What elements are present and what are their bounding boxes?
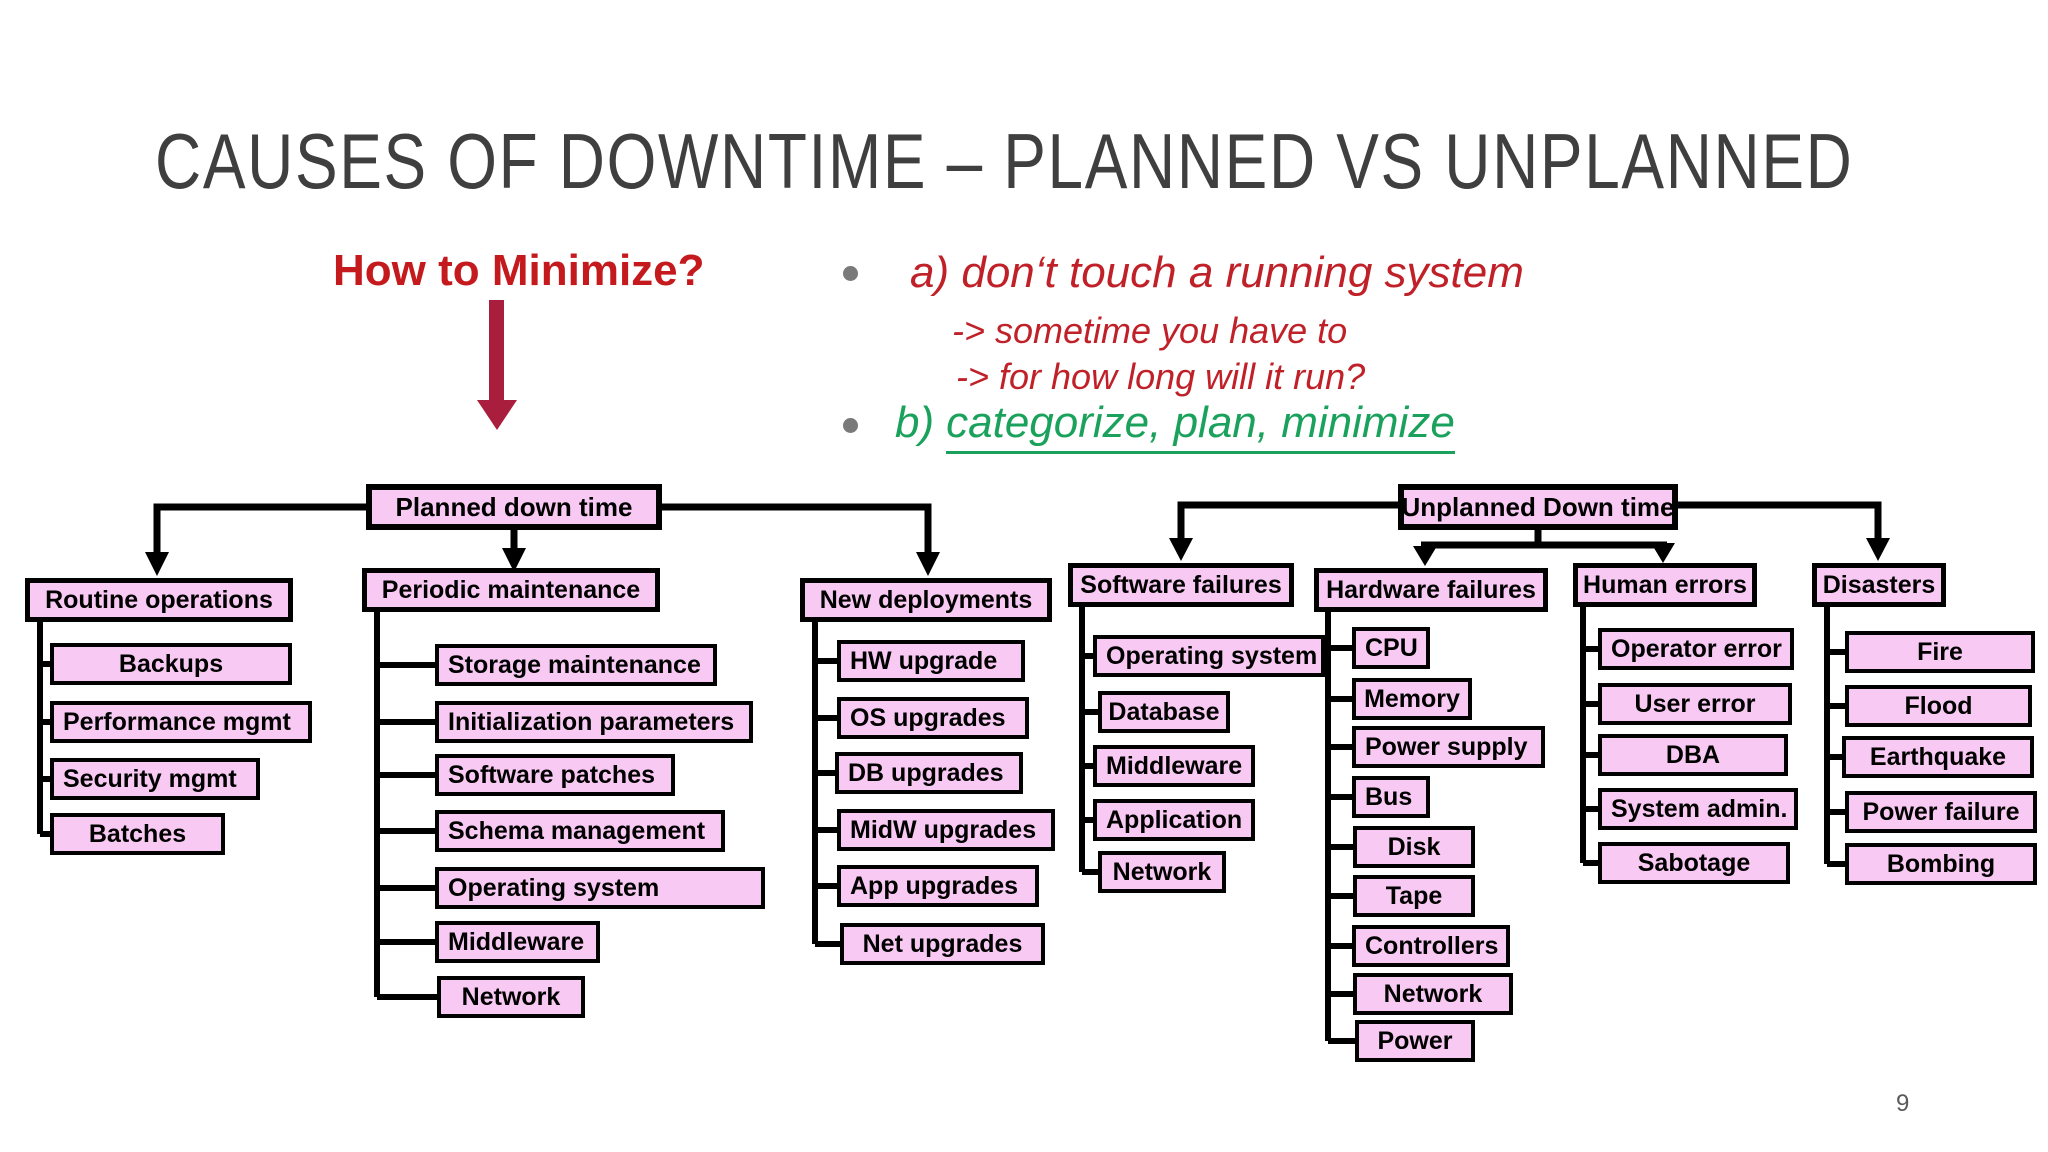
header-new-deployments: New deployments <box>800 578 1052 622</box>
down-arrow-head-icon <box>477 400 517 430</box>
node-security-mgmt: Security mgmt <box>50 758 260 800</box>
node-operating-system-maint: Operating system <box>435 867 765 909</box>
node-sabotage: Sabotage <box>1598 842 1790 884</box>
node-db-upgrades: DB upgrades <box>835 752 1023 794</box>
node-cpu: CPU <box>1352 627 1430 669</box>
how-to-minimize-label: How to Minimize? <box>333 246 705 295</box>
header-disasters: Disasters <box>1812 563 1946 607</box>
node-schema-management: Schema management <box>435 810 725 852</box>
node-dba: DBA <box>1598 734 1788 776</box>
node-network-failure: Network <box>1098 851 1226 893</box>
root-unplanned-down-time: Unplanned Down time <box>1398 484 1678 530</box>
node-bus: Bus <box>1352 776 1430 818</box>
node-operator-error: Operator error <box>1598 628 1794 670</box>
page-number: 9 <box>1896 1090 1910 1117</box>
node-software-patches: Software patches <box>435 754 675 796</box>
node-storage-maintenance: Storage maintenance <box>435 644 717 686</box>
node-fire: Fire <box>1845 631 2035 673</box>
down-arrow-icon <box>489 300 504 402</box>
node-power-supply: Power supply <box>1352 726 1545 768</box>
node-earthquake: Earthquake <box>1842 736 2034 778</box>
page-title: CAUSES OF DOWNTIME – PLANNED VS UNPLANNE… <box>155 117 1854 205</box>
bullet-icon <box>843 418 858 433</box>
node-network-maint: Network <box>437 976 585 1018</box>
header-routine-operations: Routine operations <box>25 578 293 622</box>
node-os-upgrades: OS upgrades <box>837 697 1029 739</box>
node-power-failure: Power failure <box>1845 791 2037 833</box>
node-middleware-maint: Middleware <box>435 921 600 963</box>
node-database-failure: Database <box>1098 691 1230 733</box>
node-power: Power <box>1355 1020 1475 1062</box>
header-software-failures: Software failures <box>1068 563 1294 607</box>
node-performance-mgmt: Performance mgmt <box>50 701 312 743</box>
node-system-admin: System admin. <box>1598 788 1798 830</box>
bullet-a-subline-1: -> sometime you have to <box>952 310 1348 351</box>
node-hw-upgrade: HW upgrade <box>837 640 1025 682</box>
node-bombing: Bombing <box>1845 843 2037 885</box>
node-net-upgrades: Net upgrades <box>840 923 1045 965</box>
header-periodic-maintenance: Periodic maintenance <box>362 568 660 612</box>
node-initialization-parameters: Initialization parameters <box>435 701 753 743</box>
bullet-icon <box>843 266 858 281</box>
node-disk: Disk <box>1353 826 1475 868</box>
root-planned-down-time: Planned down time <box>366 484 662 530</box>
header-human-errors: Human errors <box>1573 563 1757 607</box>
node-middleware-failure: Middleware <box>1093 745 1255 787</box>
bullet-a-text: a) don‘t touch a running system <box>910 248 1524 297</box>
bullet-b-underlined-text: categorize, plan, minimize <box>946 398 1455 454</box>
bullet-b-text: b)categorize, plan, minimize <box>895 398 1455 454</box>
node-backups: Backups <box>50 643 292 685</box>
node-midw-upgrades: MidW upgrades <box>837 809 1055 851</box>
node-memory: Memory <box>1352 678 1472 720</box>
node-network-hw: Network <box>1353 973 1513 1015</box>
node-app-upgrades: App upgrades <box>837 865 1039 907</box>
bullet-b-prefix: b) <box>895 398 935 447</box>
node-tape: Tape <box>1353 875 1475 917</box>
header-hardware-failures: Hardware failures <box>1314 568 1548 612</box>
node-controllers: Controllers <box>1352 925 1510 967</box>
node-user-error: User error <box>1598 683 1792 725</box>
node-operating-system-failure: Operating system <box>1093 635 1325 677</box>
node-application-failure: Application <box>1093 799 1255 841</box>
node-flood: Flood <box>1845 685 2032 727</box>
node-batches: Batches <box>50 813 225 855</box>
bullet-a-subline-2: -> for how long will it run? <box>956 356 1366 397</box>
